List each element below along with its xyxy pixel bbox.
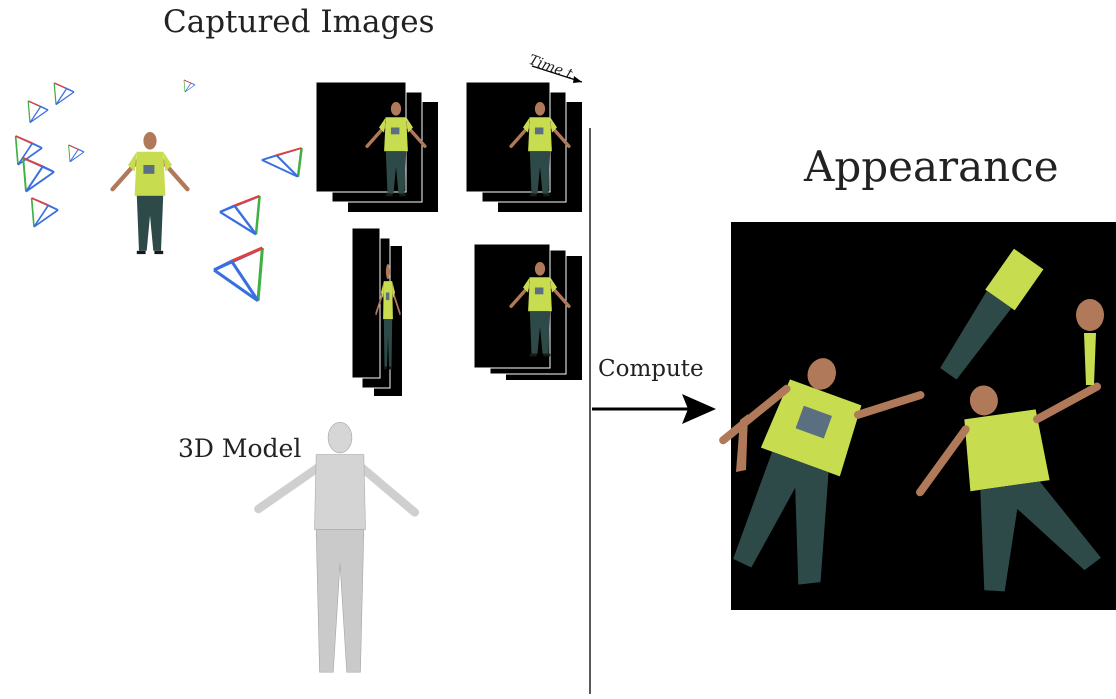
appearance-texture-atlas — [719, 222, 1116, 610]
compute-arrow — [592, 394, 716, 424]
time-arrow — [531, 65, 583, 83]
captured-subject — [113, 132, 188, 254]
captured-images-title: Captured Images — [163, 4, 435, 40]
model-3d-label: 3D Model — [178, 434, 302, 463]
image-stack-side — [351, 227, 402, 396]
image-stack-front — [315, 81, 438, 212]
appearance-title: Appearance — [804, 142, 1059, 191]
image-stack-back — [465, 81, 582, 212]
image-stack-angle — [473, 243, 582, 380]
model-3d-mesh — [254, 421, 420, 673]
compute-label: Compute — [598, 356, 704, 382]
